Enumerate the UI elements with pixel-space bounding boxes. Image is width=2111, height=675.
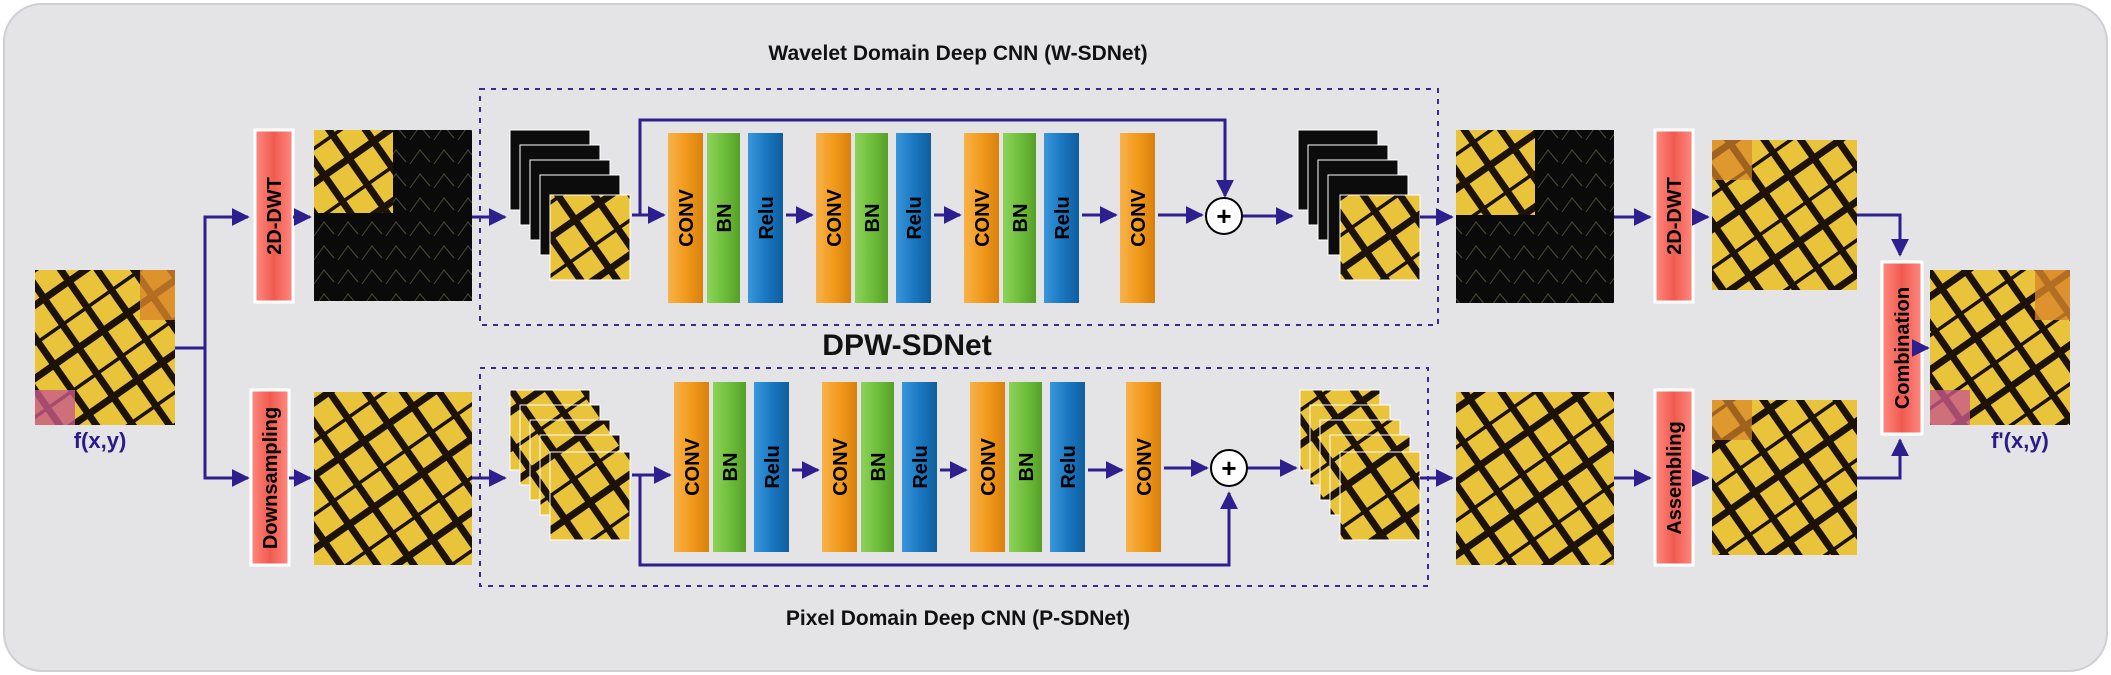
w-relu-1-label: Relu bbox=[756, 196, 778, 239]
p-relu-2-label: Relu bbox=[910, 445, 932, 488]
pixel-skip-connection bbox=[638, 475, 1238, 567]
background-panel bbox=[3, 3, 2108, 672]
p-conv-4 bbox=[1126, 382, 1161, 552]
input-image bbox=[35, 270, 175, 425]
p-bn-3-label: BN bbox=[1016, 453, 1038, 482]
p-conv-1 bbox=[674, 382, 709, 552]
w-bn-1 bbox=[707, 133, 740, 303]
w-conv-1-label: CONV bbox=[676, 188, 698, 246]
wavelet-cnn-layers: CONV BN Relu CONV BN Relu CONV BN Relu C… bbox=[632, 133, 1204, 303]
dwt-subbands-in bbox=[314, 130, 472, 301]
w-bn-2 bbox=[855, 133, 888, 303]
arrow-input-to-downsampling bbox=[203, 348, 250, 487]
p-bn-1 bbox=[713, 382, 746, 552]
pixel-output-stack bbox=[1299, 389, 1421, 541]
p-bn-2-label: BN bbox=[868, 453, 890, 482]
wavelet-input-stack bbox=[509, 129, 631, 281]
downsampling-label: Downsampling bbox=[260, 407, 282, 549]
pixel-cnn-layers: CONV BN Relu CONV BN Relu CONV BN Relu C… bbox=[632, 382, 1209, 552]
dwt-subbands-out bbox=[1456, 130, 1614, 303]
p-bn-3 bbox=[1009, 382, 1042, 552]
assembling-box: Assembling bbox=[1653, 388, 1695, 567]
p-bn-2 bbox=[861, 382, 894, 552]
wavelet-cnn-title: Wavelet Domain Deep CNN (W-SDNet) bbox=[768, 42, 1147, 65]
wavelet-sum-symbol: + bbox=[1216, 201, 1231, 231]
p-conv-3 bbox=[970, 382, 1005, 552]
w-relu-3 bbox=[1044, 133, 1079, 303]
arrow-w-image-to-combination bbox=[1857, 213, 1909, 257]
w-bn-2-label: BN bbox=[862, 204, 884, 233]
w-relu-1 bbox=[748, 133, 783, 303]
input-label: f(x,y) bbox=[74, 428, 127, 453]
arrow-p-image-to-combination bbox=[1857, 438, 1909, 480]
output-image bbox=[1930, 270, 2070, 425]
p-conv-2-label: CONV bbox=[830, 437, 852, 495]
w-conv-4 bbox=[1120, 133, 1155, 303]
p-relu-3-label: Relu bbox=[1058, 445, 1080, 488]
wavelet-skip-connection bbox=[638, 118, 1234, 215]
main-title: DPW-SDNet bbox=[822, 329, 991, 362]
wavelet-reconstructed-image bbox=[1712, 140, 1857, 290]
pixel-sum-node: + bbox=[1210, 449, 1248, 487]
wavelet-sum-node: + bbox=[1205, 197, 1243, 235]
p-relu-1 bbox=[754, 382, 789, 552]
w-conv-3-label: CONV bbox=[972, 188, 994, 246]
assembling-label: Assembling bbox=[1664, 421, 1686, 534]
pixel-input-stack bbox=[509, 389, 631, 541]
w-bn-3-label: BN bbox=[1010, 204, 1032, 233]
p-conv-3-label: CONV bbox=[978, 437, 1000, 495]
p-relu-1-label: Relu bbox=[762, 445, 784, 488]
p-conv-1-label: CONV bbox=[682, 437, 704, 495]
p-relu-2 bbox=[902, 382, 937, 552]
p-conv-2 bbox=[822, 382, 857, 552]
w-conv-3 bbox=[964, 133, 999, 303]
pixel-sum-symbol: + bbox=[1221, 453, 1236, 483]
downsampled-grid-in bbox=[314, 392, 472, 565]
assembled-grid-out bbox=[1456, 392, 1614, 565]
dwt-out-box: 2D-DWT bbox=[1653, 128, 1695, 304]
w-conv-2 bbox=[816, 133, 851, 303]
pixel-cnn-title: Pixel Domain Deep CNN (P-SDNet) bbox=[786, 607, 1130, 630]
w-bn-1-label: BN bbox=[714, 204, 736, 233]
p-conv-4-label: CONV bbox=[1134, 437, 1156, 495]
pixel-reconstructed-image bbox=[1712, 400, 1857, 555]
p-relu-3 bbox=[1050, 382, 1085, 552]
dwt-out-label: 2D-DWT bbox=[1664, 177, 1686, 255]
w-conv-1 bbox=[668, 133, 703, 303]
dwt-in-box: 2D-DWT bbox=[253, 128, 295, 304]
arrow-input-to-dwt bbox=[175, 208, 250, 350]
dwt-in-label: 2D-DWT bbox=[264, 177, 286, 255]
w-bn-3 bbox=[1003, 133, 1036, 303]
w-conv-4-label: CONV bbox=[1128, 188, 1150, 246]
w-relu-2-label: Relu bbox=[904, 196, 926, 239]
p-bn-1-label: BN bbox=[720, 453, 742, 482]
w-conv-2-label: CONV bbox=[824, 188, 846, 246]
w-relu-2 bbox=[896, 133, 931, 303]
downsampling-box: Downsampling bbox=[249, 388, 291, 567]
wavelet-cnn-frame bbox=[479, 88, 1439, 326]
combination-label: Combination bbox=[1892, 287, 1914, 409]
wavelet-output-stack bbox=[1297, 129, 1421, 281]
w-relu-3-label: Relu bbox=[1052, 196, 1074, 239]
output-label: f'(x,y) bbox=[1991, 428, 2049, 453]
combination-box: Combination bbox=[1880, 260, 1924, 436]
